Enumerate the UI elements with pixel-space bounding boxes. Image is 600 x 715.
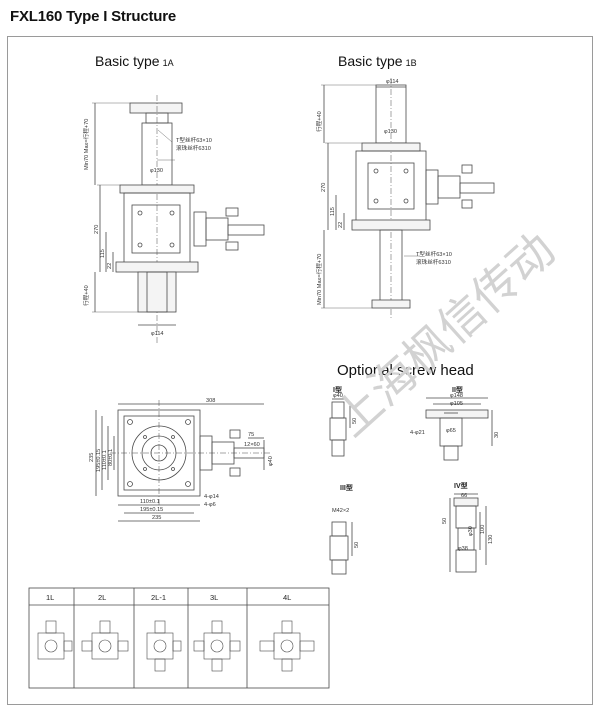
- layout-mini-drawings: [37, 620, 315, 672]
- basic-type-1a-label: Basic type: [95, 53, 160, 69]
- view-1a-drawing: [92, 95, 265, 345]
- plan-view-drawing: [95, 400, 270, 522]
- screw-type4-d3: φ38: [458, 546, 468, 552]
- screw-type2-holes: 4-φ21: [410, 430, 425, 436]
- plan-dim-4-6: 4-φ6: [204, 502, 216, 508]
- page-title: FXL160 Type I Structure: [10, 8, 177, 25]
- screw-type4-h2: 100: [480, 525, 486, 534]
- view-1b-drawing: [321, 78, 495, 320]
- screw-type1-h: 50: [352, 418, 358, 424]
- 1a-note-2: 滚珠丝杆6310: [176, 144, 211, 152]
- plan-dim-12: 12×60: [244, 442, 260, 448]
- plan-dim-195-bottom: 195±0.15: [140, 507, 163, 513]
- 1b-note-2: 滚珠丝杆6310: [416, 258, 451, 266]
- screw-type1-label: I型: [333, 385, 342, 394]
- plan-dim-4-14: 4-φ14: [204, 494, 219, 500]
- screw-type2-d2: φ105: [450, 401, 463, 407]
- screw-type4-d2: φ30: [468, 526, 474, 536]
- 1b-dim-114: φ114: [386, 79, 399, 85]
- screw-head-title: Optional screw head: [337, 362, 474, 379]
- screw-type4-d1: 66: [461, 493, 467, 499]
- screw-type3-label: III型: [340, 483, 353, 492]
- screw-type3-thread: M42×2: [332, 508, 349, 514]
- screw-type3-h: 50: [354, 542, 360, 548]
- 1a-dim-130: φ130: [150, 168, 163, 174]
- screw-type2-d3: φ65: [446, 428, 456, 434]
- 1a-dim-114: φ114: [151, 331, 164, 337]
- plan-dim-195-left: 195±0.15: [96, 449, 102, 472]
- plan-dim-80: 80±0.1: [108, 449, 114, 466]
- layout-3l: 3L: [210, 593, 218, 602]
- layout-2l-1: 2L-1: [151, 593, 166, 602]
- 1b-dim-22: 22: [338, 222, 344, 228]
- screw-type2-h: 30: [494, 432, 500, 438]
- layout-2l: 2L: [98, 593, 106, 602]
- basic-type-1b-label: Basic type: [338, 53, 403, 69]
- 1a-dim-travel: 行程+40: [82, 285, 90, 306]
- plan-dim-75: 75: [248, 432, 254, 438]
- screw-type2-label: II型: [452, 385, 463, 394]
- 1b-note-1: T型丝杆63×10: [416, 250, 452, 258]
- screw-type2-d1: φ148: [450, 393, 463, 399]
- 1a-dim-115: 115: [100, 249, 106, 258]
- 1b-dim-270: 270: [321, 183, 327, 192]
- plan-dim-235-left: 235: [89, 453, 95, 462]
- layout-1l: 1L: [46, 593, 54, 602]
- plan-dim-235-bottom: 235: [152, 515, 161, 521]
- screw-type1-d: φ40: [333, 393, 343, 399]
- 1a-note-1: T型丝杆63×10: [176, 136, 212, 144]
- 1b-dim-travel: 行程+40: [315, 111, 323, 132]
- screw-type4-label: IV型: [454, 481, 468, 490]
- screw-type4-h3: 130: [488, 535, 494, 544]
- layout-4l: 4L: [283, 593, 291, 602]
- basic-type-1b-tag: 1B: [405, 58, 417, 68]
- 1b-dim-130: φ130: [384, 129, 397, 135]
- 1b-dim-115: 115: [330, 207, 336, 216]
- 1a-dim-22: 22: [107, 263, 113, 269]
- plan-dim-40: φ40: [268, 456, 274, 466]
- plan-dim-110-bottom: 110±0.1: [140, 499, 160, 505]
- basic-type-1a-tag: 1A: [162, 58, 174, 68]
- plan-dim-110-left: 110±0.1: [102, 450, 108, 470]
- screw-head-drawings: [329, 397, 493, 575]
- screw-type4-h1: 50: [442, 518, 448, 524]
- 1b-stroke-dim: Min70 Max=行程+70: [315, 254, 323, 305]
- drawing-frame: [7, 36, 593, 705]
- 1a-stroke-dim: Min70 Max=行程+70: [82, 119, 90, 170]
- 1a-dim-270: 270: [94, 225, 100, 234]
- layout-table: [28, 587, 330, 689]
- plan-dim-308: 308: [206, 398, 215, 404]
